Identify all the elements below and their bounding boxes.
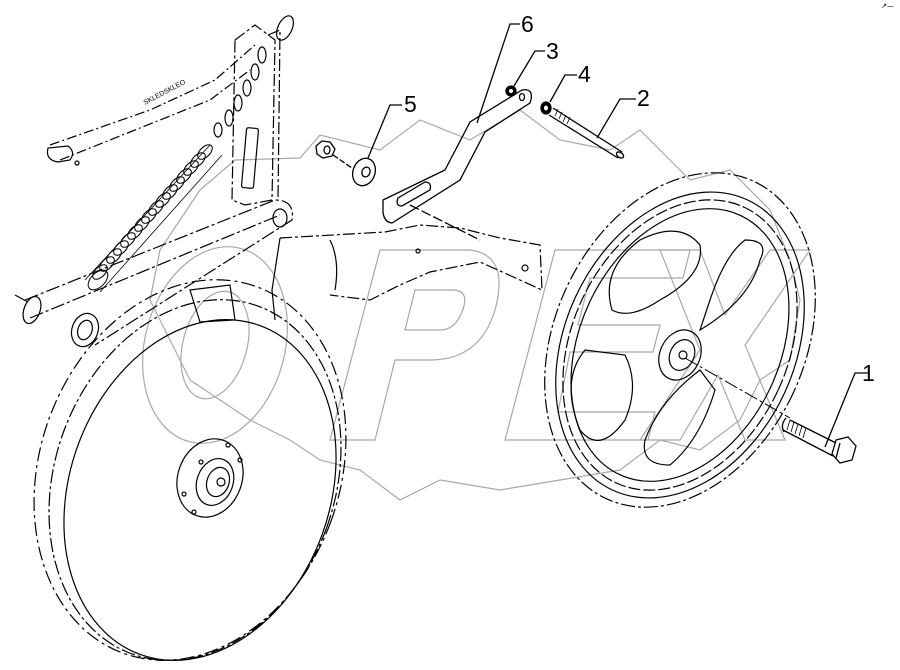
mounting-bracket xyxy=(189,224,543,323)
part-6-bracket-arm[interactable] xyxy=(382,23,533,241)
callout-5[interactable]: 5 xyxy=(404,91,417,117)
part-4-washer[interactable] xyxy=(540,74,577,115)
callout-3[interactable]: 3 xyxy=(546,38,559,64)
disc-coulter xyxy=(33,279,347,661)
part-5-washer-nut[interactable] xyxy=(315,104,402,189)
part-2-axle-pin[interactable] xyxy=(548,98,636,159)
callout-2[interactable]: 2 xyxy=(637,85,650,111)
part-3-nut[interactable] xyxy=(505,50,545,97)
tension-spring xyxy=(84,144,223,293)
drawbar-frame: SKLEDSKLEO xyxy=(14,15,294,348)
corner-mark: ↗— xyxy=(881,2,894,10)
gauge-wheel xyxy=(544,172,816,508)
part-1-hex-bolt[interactable] xyxy=(781,372,870,464)
callout-1[interactable]: 1 xyxy=(862,360,875,386)
callout-4[interactable]: 4 xyxy=(578,61,591,87)
callout-6[interactable]: 6 xyxy=(521,11,534,37)
